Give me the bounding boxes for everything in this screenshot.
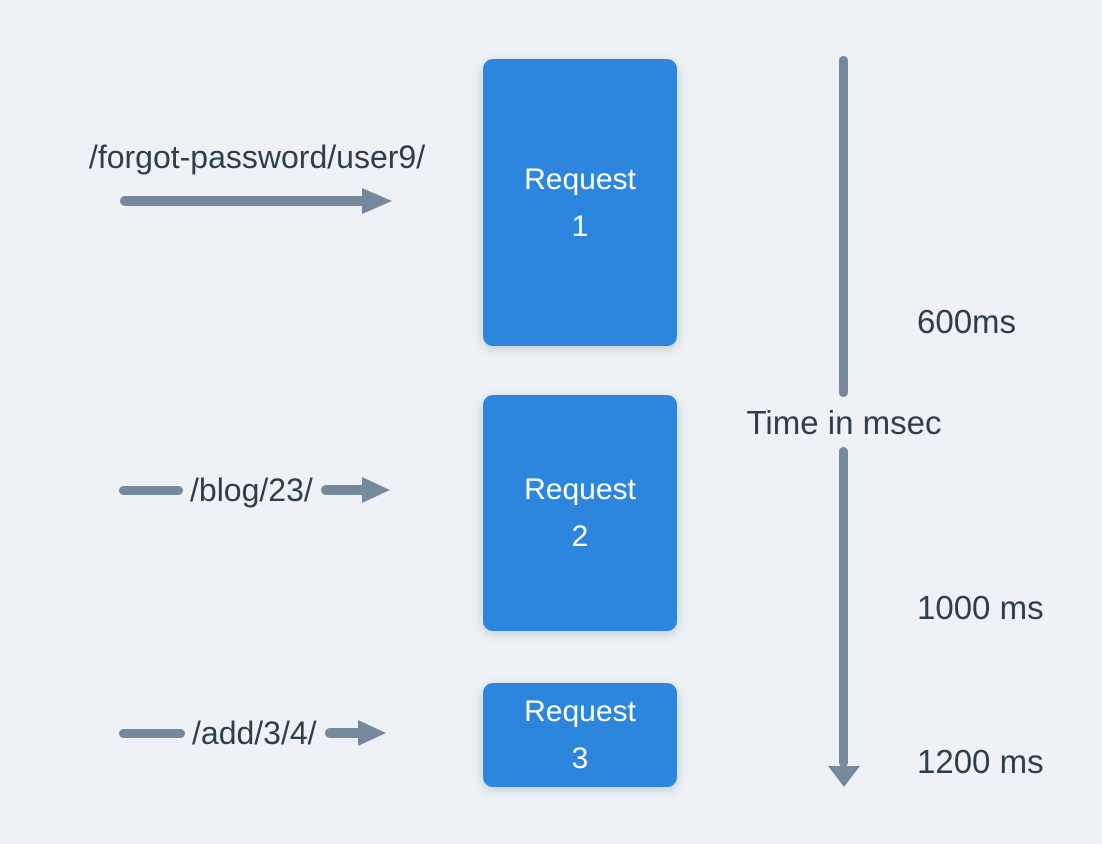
timeline-marker-1200ms: 1200 ms bbox=[917, 743, 1044, 780]
request-2-box-label: Request bbox=[524, 473, 636, 506]
request-1-arrow-icon bbox=[120, 188, 392, 214]
request-3-box-number: 3 bbox=[571, 742, 589, 775]
request-1-box-label: Request bbox=[524, 162, 636, 196]
request-3-box: Request 3 bbox=[483, 683, 677, 787]
request-3-path-row: /add/3/4/ bbox=[119, 709, 388, 757]
request-3-url: /add/3/4/ bbox=[192, 715, 317, 751]
timeline-marker-1000ms: 1000 ms bbox=[917, 589, 1044, 626]
timeline-arrowhead-icon bbox=[828, 766, 860, 787]
request-2-path-row: /blog/23/ bbox=[119, 466, 392, 514]
request-2-box-number: 2 bbox=[571, 520, 589, 553]
request-1-box: Request 1 bbox=[483, 59, 677, 346]
timeline-segment-bottom bbox=[839, 447, 848, 767]
request-3-arrow-icon bbox=[324, 720, 386, 746]
request-2-line bbox=[119, 485, 183, 495]
request-1-url: /forgot-password/user9/ bbox=[88, 139, 426, 175]
request-1-box-number: 1 bbox=[571, 209, 589, 243]
timeline-axis-label: Time in msec bbox=[746, 404, 942, 441]
timeline-segment-top bbox=[839, 56, 848, 397]
request-2-url: /blog/23/ bbox=[190, 472, 313, 508]
timeline-marker-600ms: 600ms bbox=[917, 303, 1017, 340]
request-3-line bbox=[119, 728, 185, 738]
request-2-arrow-icon bbox=[320, 477, 390, 503]
request-3-box-label: Request bbox=[524, 695, 636, 728]
request-2-box: Request 2 bbox=[483, 395, 677, 631]
